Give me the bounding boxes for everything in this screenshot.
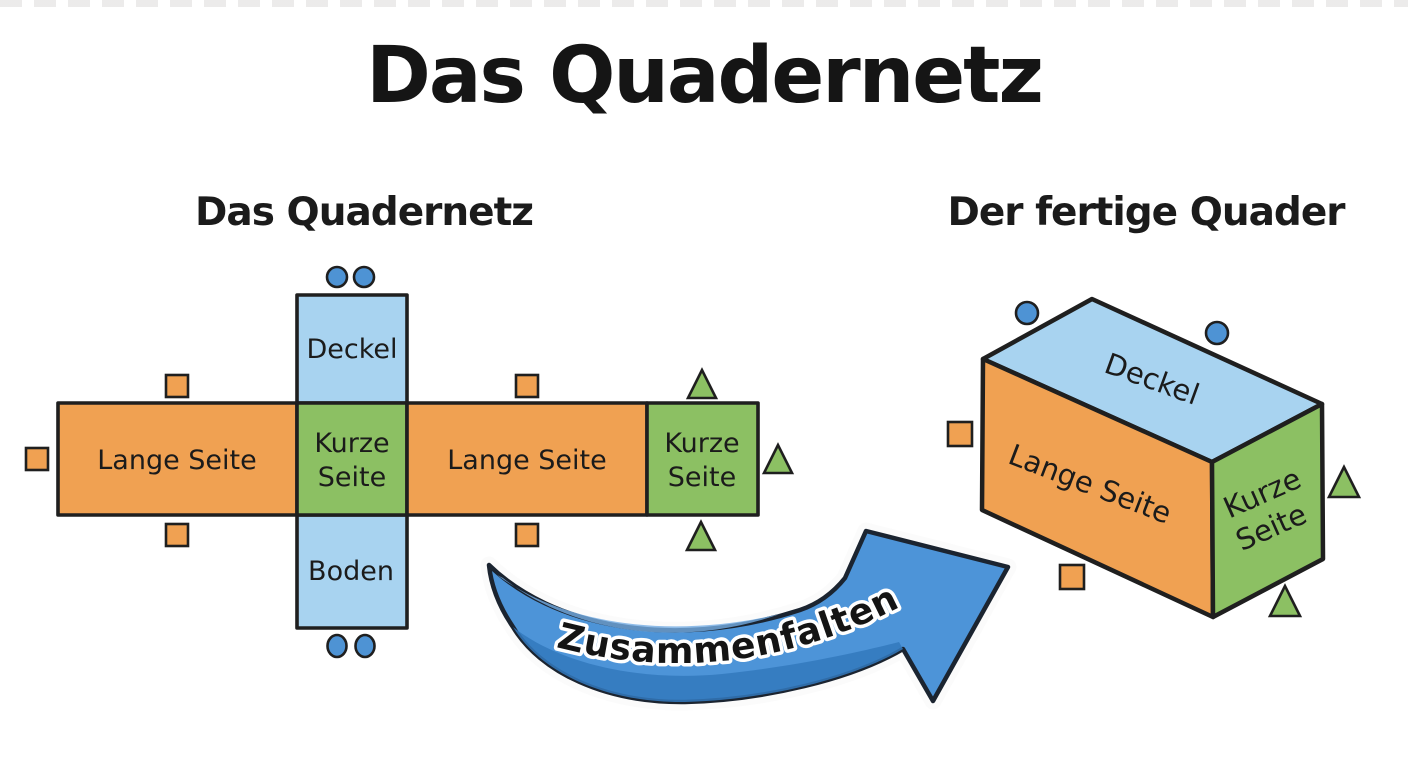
page-title: Das Quadernetz: [366, 31, 1044, 121]
square-marker-icon: [946, 420, 974, 448]
fold-arrow-shade: [513, 627, 903, 703]
cuboid-subtitle: Der fertige Quader: [947, 190, 1345, 235]
square-marker-icon: [164, 373, 190, 399]
cuboid-edge-markers: [946, 300, 1362, 618]
finished-cuboid: [979, 296, 1326, 620]
triangle-marker-icon: [1326, 464, 1362, 499]
fold-arrow: Zusammenfalten: [480, 522, 1017, 711]
net-face-kurze-end: [645, 401, 760, 517]
net-label-deckel: Deckel: [306, 334, 397, 365]
net-label-lange-right: Lange Seite: [447, 445, 606, 476]
triangle-marker-icon: [1267, 583, 1303, 618]
net-edge-markers: [24, 265, 795, 659]
triangle-marker-icon: [684, 519, 718, 552]
triangle-marker-icon: [685, 367, 719, 400]
net-label-kurze-end-line1: Kurze: [664, 428, 739, 459]
circle-marker-icon: [326, 633, 348, 659]
circle-marker-icon: [354, 633, 376, 659]
triangle-marker-icon: [761, 442, 795, 475]
square-marker-icon: [24, 446, 50, 472]
circle-marker-icon: [352, 265, 376, 289]
circle-marker-icon: [1204, 320, 1230, 346]
cuboid-face-side: [1209, 401, 1326, 620]
net-subtitle: Das Quadernetz: [195, 190, 534, 235]
square-marker-icon: [164, 522, 190, 548]
net-label-boden: Boden: [308, 556, 394, 587]
net-label-kurze-mid-line1: Kurze: [314, 428, 389, 459]
net-label-lange-left: Lange Seite: [97, 445, 256, 476]
cuboid-net: [56, 293, 760, 630]
square-marker-icon: [514, 373, 540, 399]
square-marker-icon: [514, 522, 540, 548]
net-label-kurze-end-line2: Seite: [668, 462, 736, 493]
net-label-kurze-mid-line2: Seite: [318, 462, 386, 493]
square-marker-icon: [1058, 563, 1086, 591]
net-face-kurze-mid: [295, 401, 409, 517]
circle-marker-icon: [325, 265, 349, 289]
circle-marker-icon: [1014, 300, 1040, 326]
top-edge-artifact: [0, 0, 1408, 7]
